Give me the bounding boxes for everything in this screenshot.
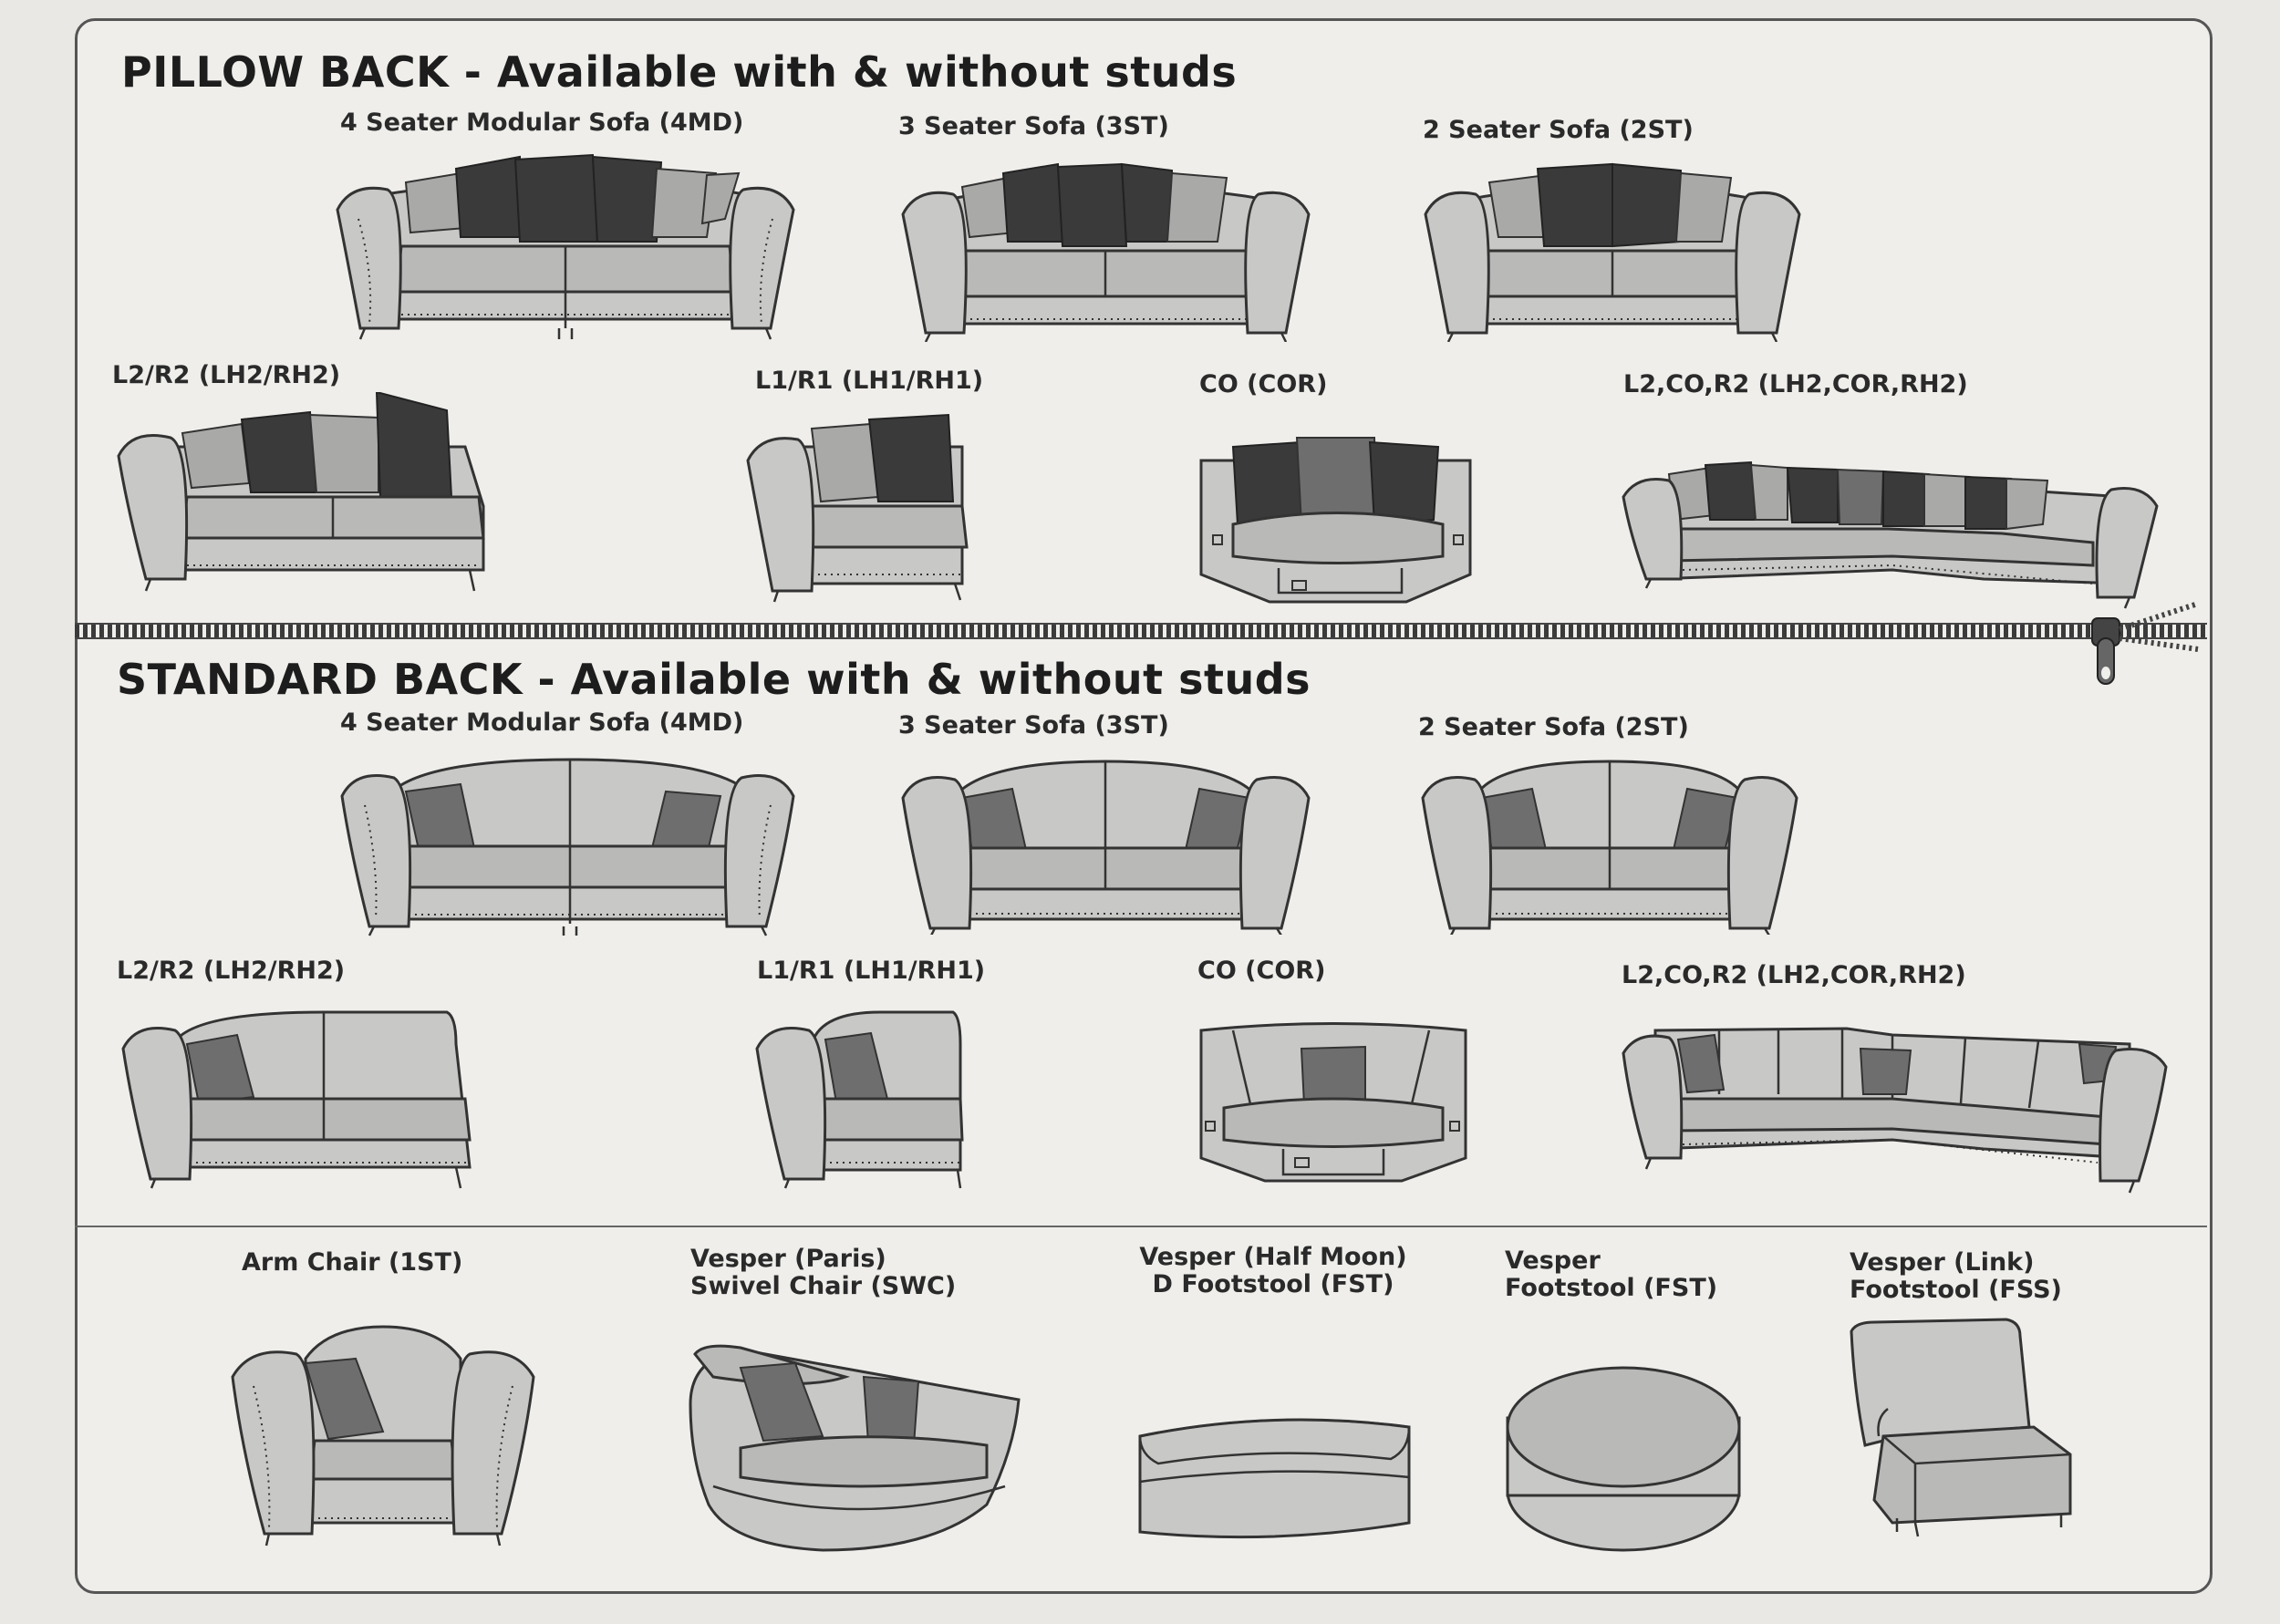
label-standard-l2cor2: L2,CO,R2 (LH2,COR,RH2) [1622,961,1966,989]
standard-back-4-seater-sofa-image [340,758,795,936]
label-pillow-co: CO (COR) [1199,370,1328,398]
label-footstool-line2: Footstool (FST) [1505,1274,1718,1302]
label-standard-l1r1: L1/R1 (LH1/RH1) [757,957,986,985]
label-arm-chair: Arm Chair (1ST) [242,1248,463,1277]
pillow-back-4-seater-sofa-image [336,153,795,340]
label-half-moon-line2: D Footstool (FST) [1152,1270,1394,1298]
accessories-divider [75,1226,2207,1227]
label-pillow-2st: 2 Seater Sofa (2ST) [1423,116,1694,144]
half-moon-footstool-image [1138,1418,1411,1539]
swivel-chair-image [689,1344,1021,1552]
pillow-back-3-seater-sofa-image [901,162,1311,342]
label-standard-4md: 4 Seater Modular Sofa (4MD) [340,709,744,737]
round-footstool-image [1506,1366,1741,1552]
label-standard-3st: 3 Seater Sofa (3ST) [898,711,1169,740]
pillow-back-corner-unit-image [1199,437,1472,604]
standard-back-corner-unit-image [1199,1022,1467,1183]
standard-back-title: STANDARD BACK - Available with & without… [117,655,1311,704]
arm-chair-image [231,1325,535,1546]
label-pillow-4md: 4 Seater Modular Sofa (4MD) [340,109,744,137]
label-half-moon-line1: Vesper (Half Moon) [1139,1243,1407,1271]
pillow-back-corner-group-image [1622,460,2159,609]
label-pillow-l2cor2: L2,CO,R2 (LH2,COR,RH2) [1623,370,1968,398]
label-pillow-3st: 3 Seater Sofa (3ST) [898,112,1169,140]
standard-back-l2-r2-unit-image [121,1010,472,1189]
standard-back-2-seater-sofa-image [1421,760,1798,935]
standard-back-3-seater-sofa-image [901,760,1311,935]
pillow-back-2-seater-sofa-image [1424,162,1801,342]
zipper-divider [75,623,2207,639]
label-swivel-chair-line2: Swivel Chair (SWC) [690,1272,957,1300]
pillow-back-title: PILLOW BACK - Available with & without s… [121,47,1238,97]
zipper-pull-icon [2091,602,2199,685]
label-pillow-l2r2: L2/R2 (LH2/RH2) [112,361,341,389]
link-storage-footstool-image [1850,1318,2072,1537]
label-pillow-l1r1: L1/R1 (LH1/RH1) [755,367,984,395]
pillow-back-l2-r2-unit-image [117,392,485,592]
label-link-footstool-line1: Vesper (Link) [1850,1248,2035,1277]
label-footstool-line1: Vesper [1505,1246,1601,1275]
label-swivel-chair-line1: Vesper (Paris) [690,1245,886,1273]
label-standard-co: CO (COR) [1197,957,1326,985]
label-standard-l2r2: L2/R2 (LH2/RH2) [117,957,346,985]
pillow-back-l1-r1-unit-image [746,413,969,603]
standard-back-l1-r1-unit-image [755,1010,964,1189]
label-link-footstool-line2: Footstool (FSS) [1850,1276,2062,1304]
standard-back-corner-group-image [1622,1027,2168,1194]
label-standard-2st: 2 Seater Sofa (2ST) [1418,713,1689,741]
